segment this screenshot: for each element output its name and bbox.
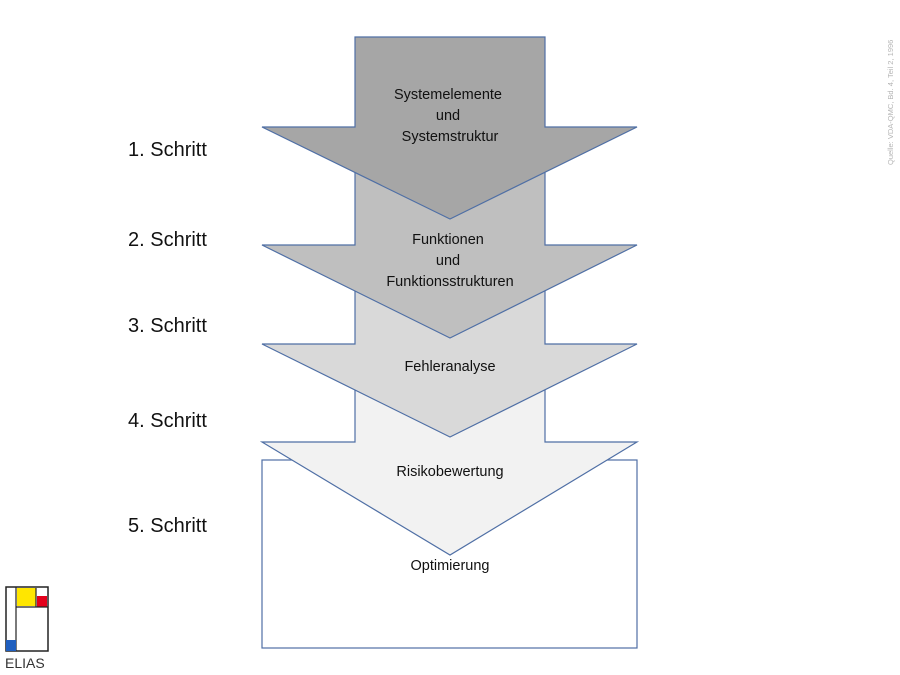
step-1-text: Systemelemente und Systemstruktur	[394, 87, 506, 145]
logo-yellow-block	[17, 588, 36, 606]
elias-logo: ELIAS	[5, 586, 49, 671]
step-5-label: 5. Schritt	[128, 515, 207, 537]
step-1-text-line: Systemelemente	[394, 87, 502, 103]
step-3-label: 3. Schritt	[128, 315, 207, 337]
step-2-text-line: und	[436, 253, 460, 269]
step-1-label: 1. Schritt	[128, 139, 207, 161]
step-1-text-line: und	[436, 108, 460, 124]
step-2-text-line: Funktionsstrukturen	[386, 274, 513, 290]
step-2-label: 2. Schritt	[128, 229, 207, 251]
step-2-text-line: Funktionen	[412, 232, 484, 248]
step-4-text: Risikobewertung	[396, 464, 503, 480]
logo-red-block	[37, 596, 47, 607]
step-1-arrow	[261, 36, 638, 220]
step-5-text-line: Optimierung	[411, 558, 490, 574]
step-2-arrow	[261, 159, 638, 339]
step-1-text-line: Systemstruktur	[402, 129, 499, 145]
step-3-text: Fehleranalyse	[404, 359, 495, 375]
step-4-text-line: Risikobewertung	[396, 464, 503, 480]
step-4-label: 4. Schritt	[128, 410, 207, 432]
step-5-text: Optimierung	[411, 558, 490, 574]
source-note: Quelle: VDA-QMC, Bd. 4, Teil 2, 1996	[886, 40, 895, 165]
logo-text: ELIAS	[5, 655, 45, 671]
step-3-text-line: Fehleranalyse	[404, 359, 495, 375]
logo-blue-block	[6, 640, 16, 651]
step-2-text: Funktionen und Funktionsstrukturen	[386, 232, 513, 290]
